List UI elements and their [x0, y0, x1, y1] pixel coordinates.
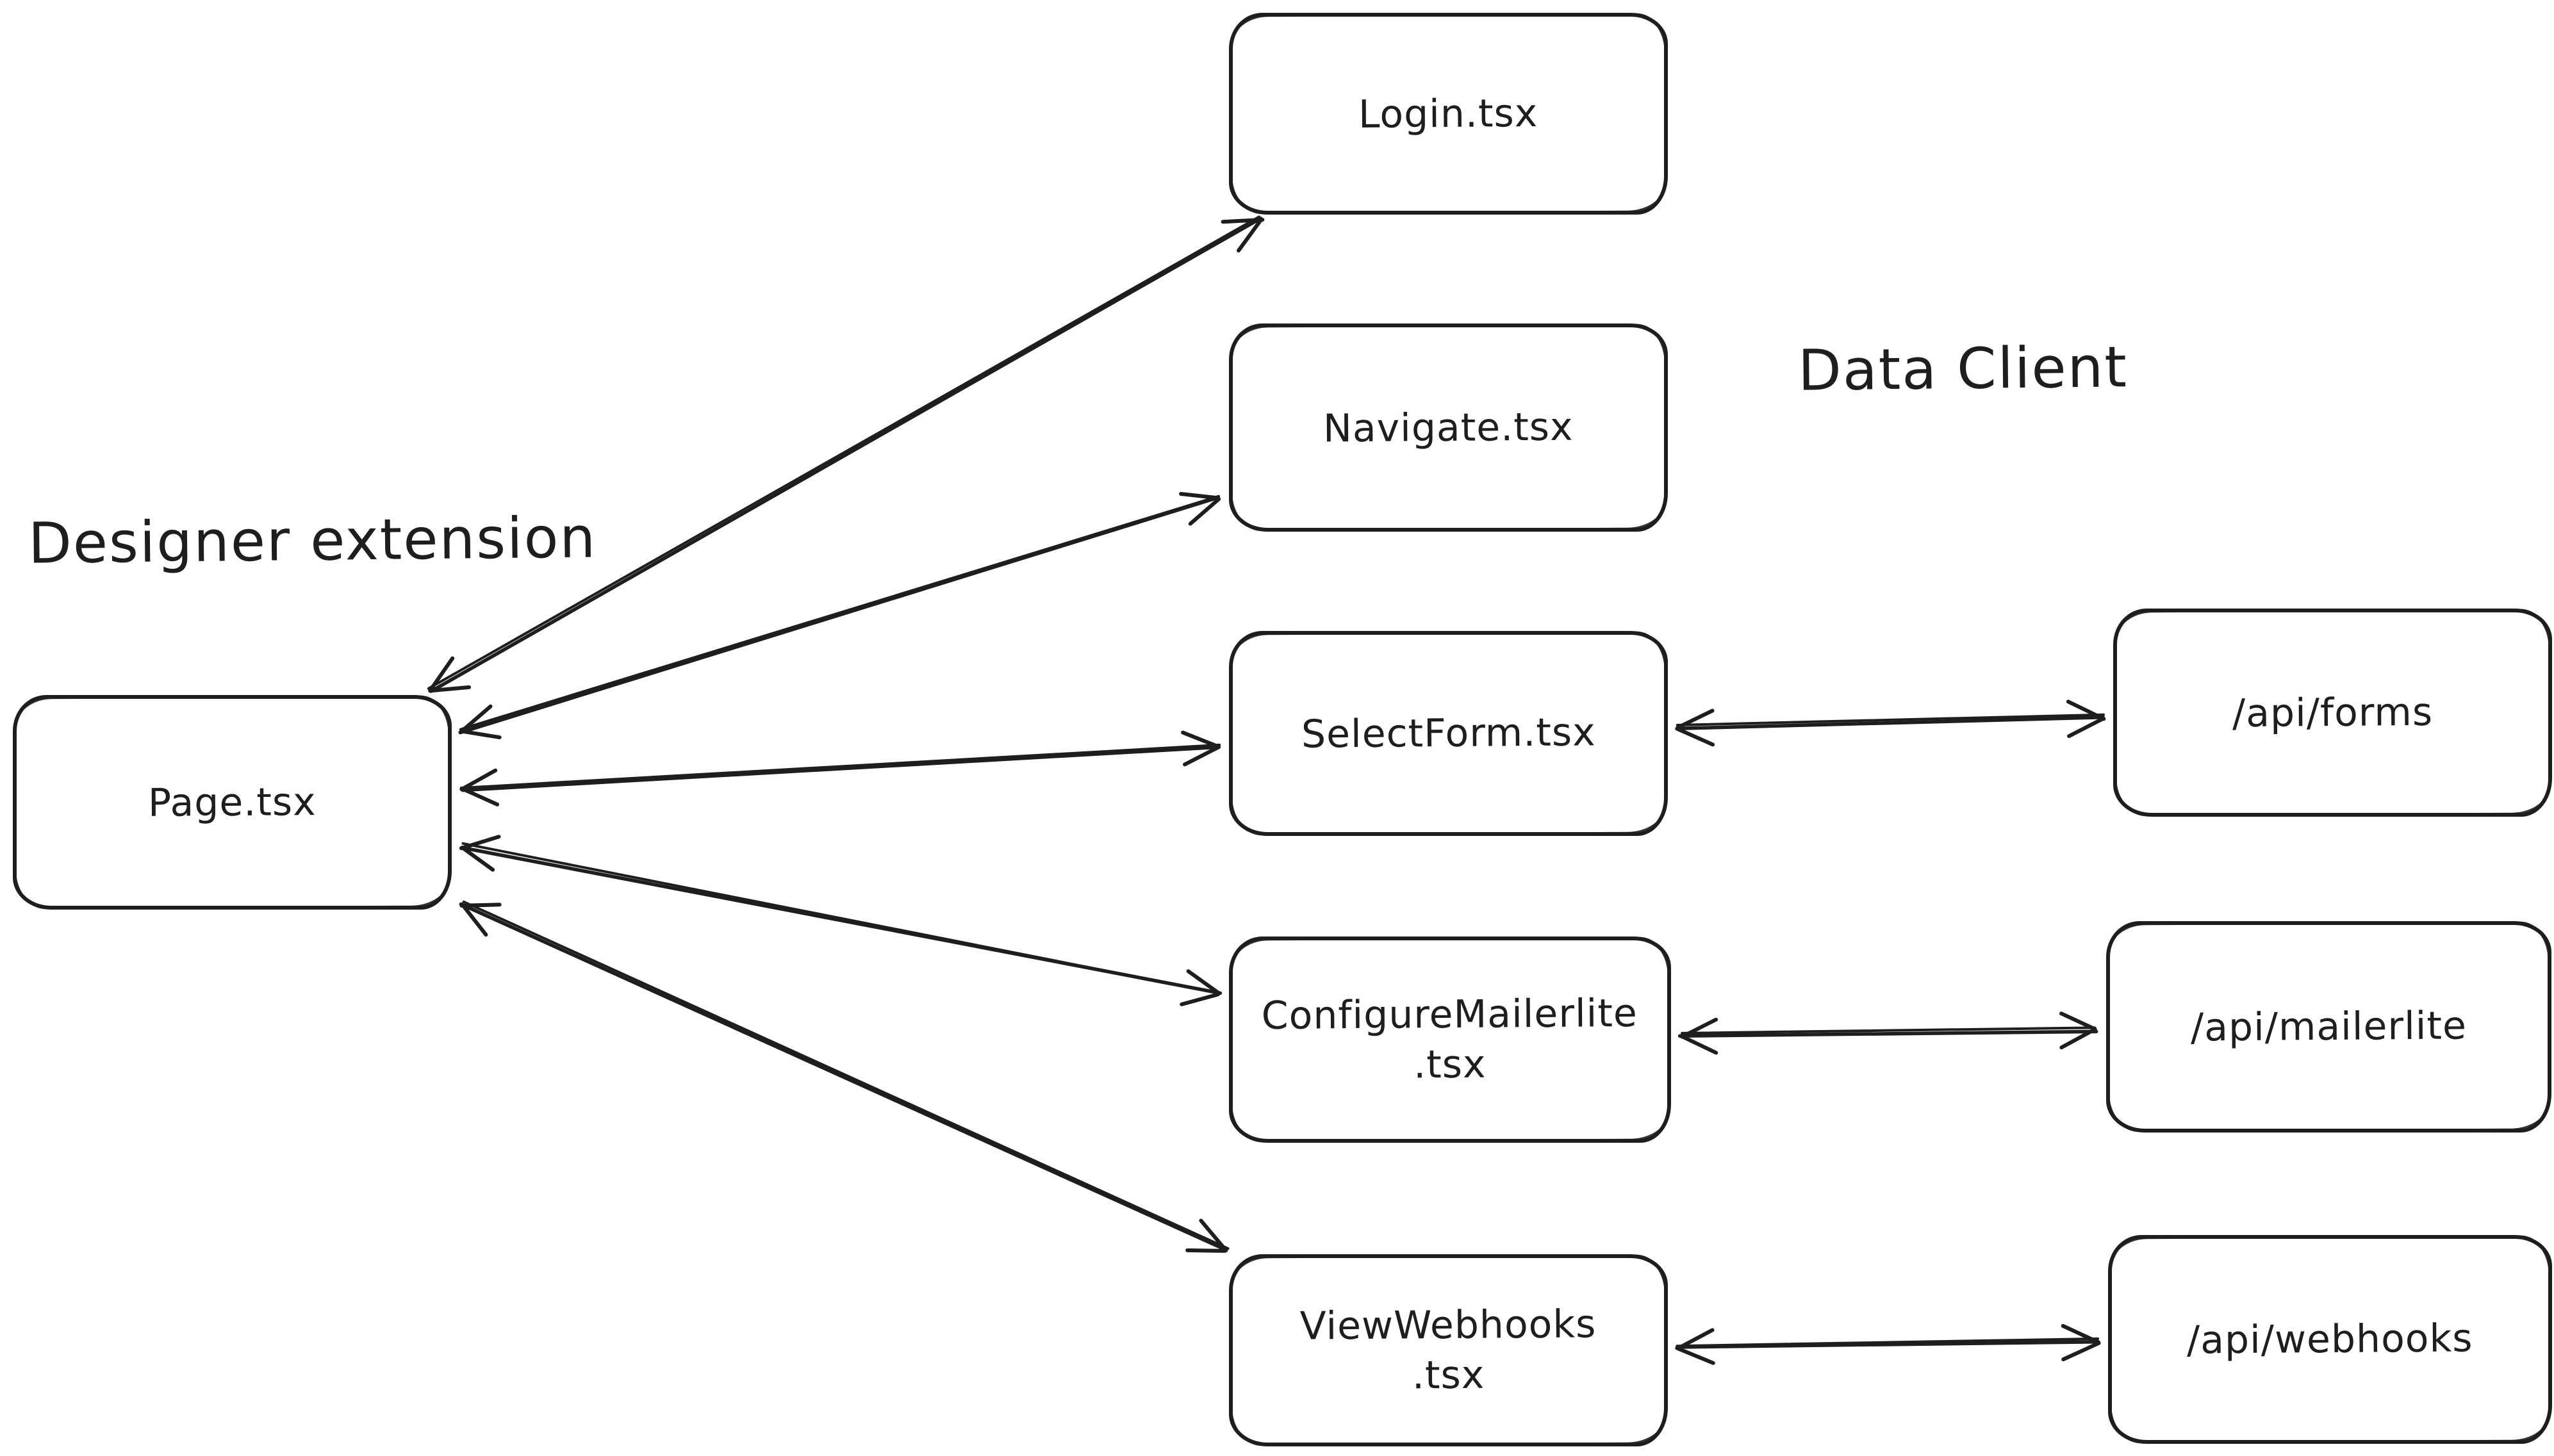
node-view-webhooks-tsx-label: ViewWebhooks .tsx: [1299, 1302, 1597, 1398]
node-api-forms: /api/forms: [2113, 609, 2552, 817]
section-label-data-client: Data Client: [1797, 334, 2129, 404]
node-configure-mailerlite-tsx: ConfigureMailerlite .tsx: [1229, 937, 1671, 1143]
node-login-tsx: Login.tsx: [1229, 13, 1668, 215]
edge-view-webhooks-api-webhooks: [1675, 1323, 2101, 1365]
node-view-webhooks-tsx: ViewWebhooks .tsx: [1229, 1254, 1668, 1446]
edge-page-configure-mailerlite: [459, 835, 1223, 1006]
node-api-mailerlite: /api/mailerlite: [2106, 921, 2551, 1133]
node-configure-mailerlite-tsx-label: ConfigureMailerlite .tsx: [1261, 990, 1638, 1088]
node-navigate-tsx-label: Navigate.tsx: [1323, 404, 1574, 451]
node-selectform-tsx-label: SelectForm.tsx: [1301, 710, 1596, 757]
edge-page-selectform: [459, 730, 1221, 806]
node-api-webhooks: /api/webhooks: [2108, 1235, 2552, 1444]
node-api-forms-label: /api/forms: [2232, 689, 2434, 736]
edge-selectform-api-forms: [1675, 699, 2106, 747]
node-selectform-tsx: SelectForm.tsx: [1229, 631, 1668, 836]
edge-page-login: [427, 215, 1265, 693]
section-label-designer-extension: Designer extension: [28, 504, 597, 577]
node-page-tsx: Page.tsx: [13, 695, 452, 910]
edge-configure-mailerlite-api-mailerlite: [1677, 1011, 2098, 1055]
node-api-mailerlite-label: /api/mailerlite: [2190, 1003, 2467, 1051]
node-api-webhooks-label: /api/webhooks: [2187, 1316, 2473, 1363]
node-login-tsx-label: Login.tsx: [1358, 90, 1538, 137]
node-navigate-tsx: Navigate.tsx: [1229, 323, 1668, 532]
edge-page-view-webhooks: [459, 900, 1230, 1253]
edge-page-navigate: [458, 492, 1221, 740]
node-page-tsx-label: Page.tsx: [147, 779, 317, 826]
